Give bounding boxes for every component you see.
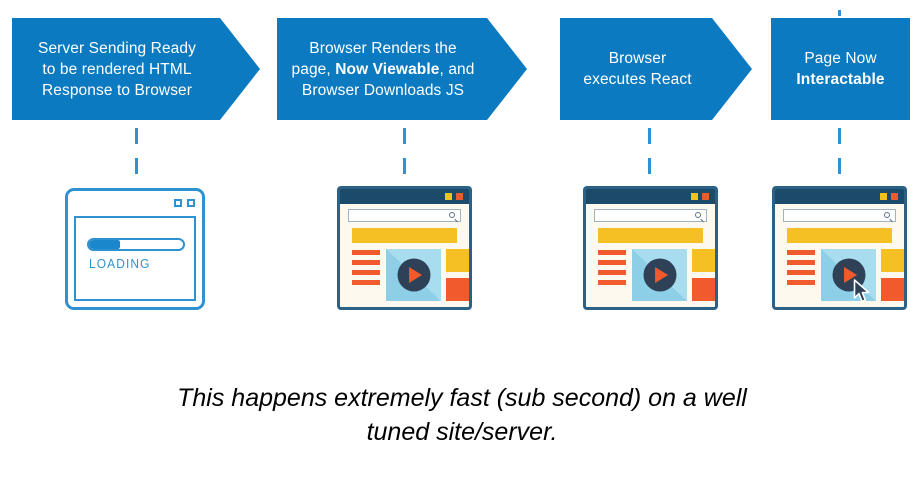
page-banner-block — [787, 228, 892, 243]
flow-step-label-line: Browser — [608, 50, 667, 67]
flow-step-label-line: Interactable — [796, 69, 884, 90]
flow-step-page-now-interactable[interactable]: Page Now Interactable — [771, 18, 910, 120]
text-line — [598, 250, 626, 255]
browser-frame — [772, 186, 907, 310]
text-line — [352, 280, 380, 285]
browser-mockup-icon-2 — [337, 186, 472, 310]
progress-bar-fill — [89, 240, 121, 249]
mouse-cursor-icon — [853, 279, 870, 303]
connector-dashed-line-2 — [403, 128, 406, 180]
text-line — [352, 250, 380, 255]
search-icon — [449, 212, 458, 223]
page-tile-yellow — [446, 249, 469, 272]
titlebar-red-square-icon — [891, 193, 898, 200]
browser-url-bar — [783, 209, 896, 223]
titlebar-yellow-square-icon — [691, 193, 698, 200]
browser-titlebar — [586, 189, 715, 204]
play-triangle-icon — [408, 267, 422, 283]
text-line — [598, 270, 626, 275]
page-banner-block — [352, 228, 457, 243]
text-line — [598, 280, 626, 285]
flow-step-label: Browser Renders the page, Now Viewable, … — [277, 18, 489, 120]
text-line — [787, 250, 815, 255]
flow-step-label-line: page, Now Viewable, and — [292, 59, 475, 80]
page-tile-yellow — [692, 249, 715, 272]
page-banner-block — [598, 228, 703, 243]
play-triangle-icon — [654, 267, 668, 283]
titlebar-yellow-square-icon — [880, 193, 887, 200]
text-line — [598, 260, 626, 265]
connector-dashed-line-1 — [135, 128, 138, 180]
flow-step-browser-renders-page[interactable]: Browser Renders the page, Now Viewable, … — [277, 18, 527, 120]
flow-step-label: Page Now Interactable — [771, 18, 910, 120]
browser-frame — [583, 186, 718, 310]
titlebar-yellow-square-icon — [445, 193, 452, 200]
arrow-shape — [12, 18, 260, 120]
page-tile-orange — [881, 278, 904, 301]
titlebar-red-square-icon — [456, 193, 463, 200]
play-triangle-icon — [843, 267, 857, 283]
caption-line-1: This happens extremely fast (sub second)… — [177, 384, 747, 412]
window-outer-frame — [65, 188, 205, 310]
flow-step-browser-executes-react[interactable]: Browser executes React — [560, 18, 752, 120]
flow-step-server-sending-ready[interactable]: Server Sending Ready to be rendered HTML… — [12, 18, 260, 120]
flow-step-label-line: to be rendered HTML — [42, 60, 192, 78]
text-line — [352, 270, 380, 275]
text-line — [352, 260, 380, 265]
text-line — [787, 270, 815, 275]
page-tile-orange — [446, 278, 469, 301]
flow-step-label-line: Page Now — [804, 50, 877, 67]
loading-label: LOADING — [89, 256, 151, 271]
text-line — [787, 260, 815, 265]
connector-dashed-line-3 — [648, 128, 651, 180]
loading-window-icon: LOADING — [65, 188, 205, 310]
label-text-bold: Now Viewable — [335, 60, 440, 78]
process-flow-row: Server Sending Ready to be rendered HTML… — [0, 0, 924, 130]
video-panel — [632, 249, 687, 301]
flow-step-label: Browser executes React — [560, 18, 715, 120]
browser-mockup-icon-4 — [772, 186, 907, 310]
browser-titlebar — [340, 189, 469, 204]
text-line — [787, 280, 815, 285]
label-text-post: , and — [439, 60, 475, 78]
browser-url-bar — [348, 209, 461, 223]
page-text-lines — [352, 250, 380, 290]
browser-titlebar — [775, 189, 904, 204]
search-icon — [695, 212, 704, 223]
page-text-lines — [787, 250, 815, 290]
window-button-icon — [174, 199, 182, 207]
browser-url-bar — [594, 209, 707, 223]
connector-dashed-line-4 — [838, 128, 841, 180]
caption-text: This happens extremely fast (sub second)… — [0, 381, 924, 449]
flow-step-label-line: Browser Downloads JS — [301, 81, 465, 99]
label-text-pre: page, — [291, 60, 336, 78]
arrow-shape — [277, 18, 527, 120]
window-content-frame — [74, 216, 196, 301]
dash-mark-above-step-4 — [838, 10, 841, 16]
page-tile-yellow — [881, 249, 904, 272]
flow-step-label-line: executes React — [583, 71, 692, 88]
flow-step-label-line: Server Sending Ready — [38, 39, 196, 57]
browser-frame — [337, 186, 472, 310]
flow-step-label-line: Response to Browser — [41, 81, 193, 99]
window-button-icon — [187, 199, 195, 207]
browser-mockup-icon-3 — [583, 186, 718, 310]
flow-step-label: Server Sending Ready to be rendered HTML… — [12, 18, 222, 120]
search-icon — [884, 212, 893, 223]
flow-step-label-line: Browser Renders the — [309, 39, 457, 57]
rectangle-shape — [771, 18, 910, 120]
progress-bar-track — [87, 238, 185, 251]
page-tile-orange — [692, 278, 715, 301]
label-text-bold: Interactable — [796, 71, 885, 88]
arrow-shape — [560, 18, 752, 120]
video-panel — [386, 249, 441, 301]
caption-line-2: tuned site/server. — [366, 418, 558, 446]
page-text-lines — [598, 250, 626, 290]
titlebar-red-square-icon — [702, 193, 709, 200]
